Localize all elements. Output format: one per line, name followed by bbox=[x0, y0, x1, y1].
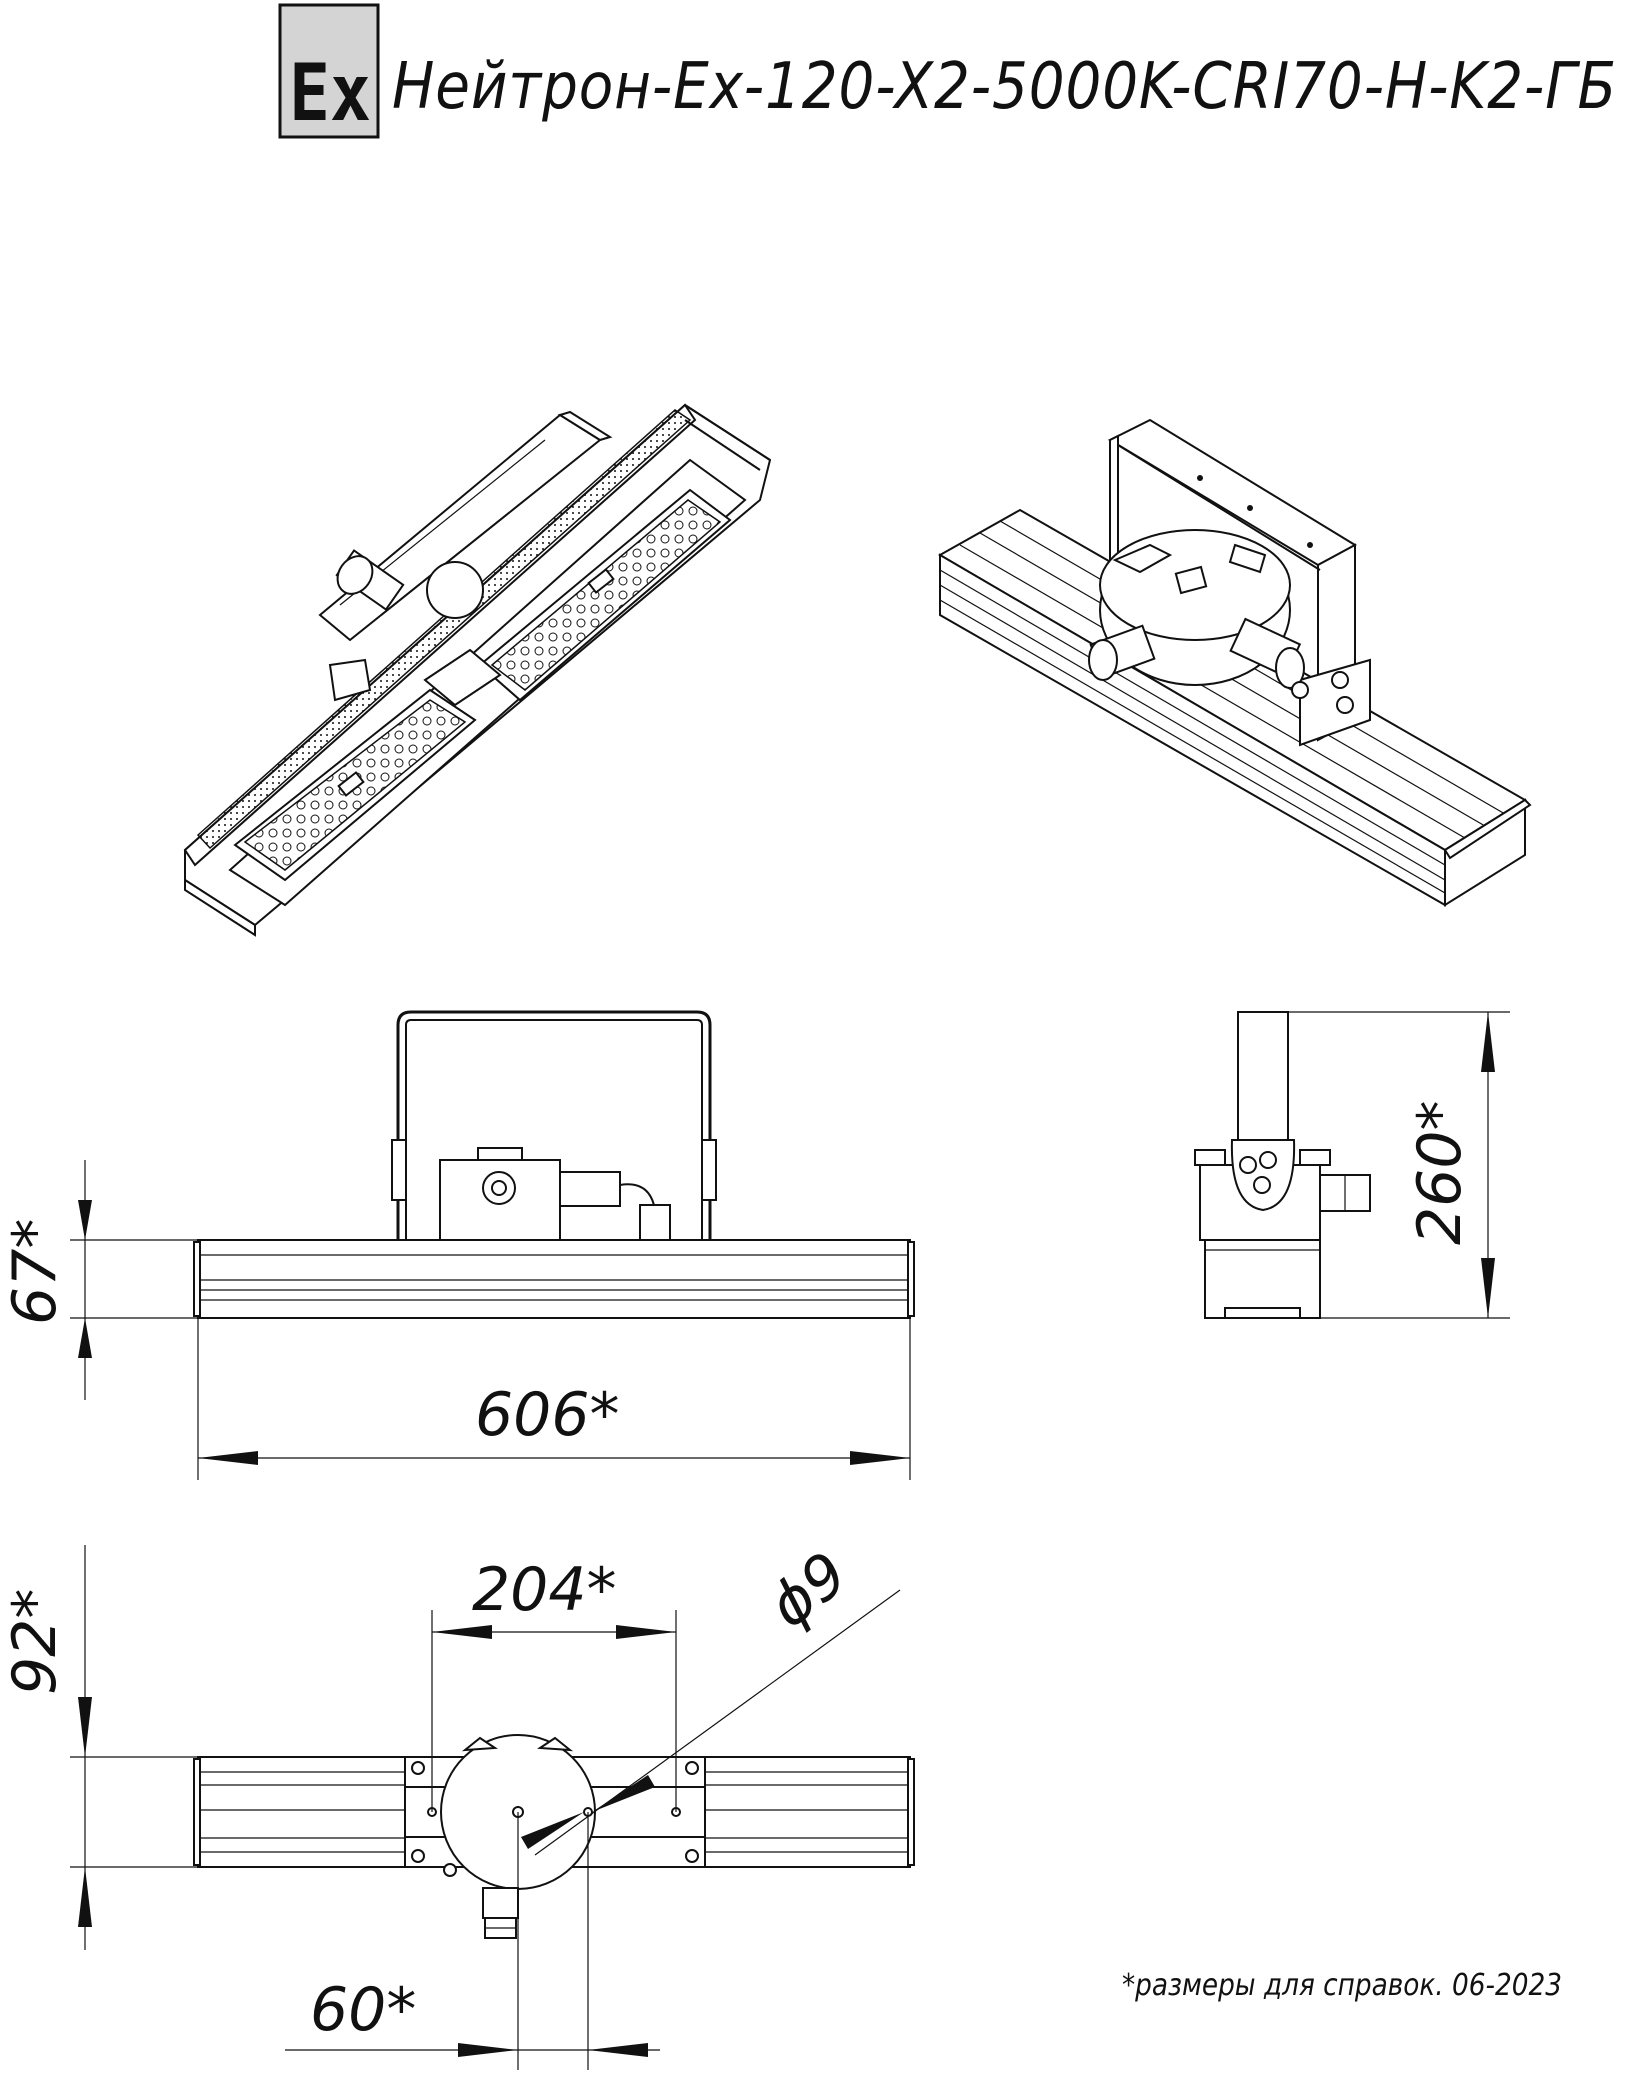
dim-phi9-label: ϕ9 bbox=[756, 1539, 860, 1642]
product-title: Нейтрон-Ex-120-X2-5000K-CRI70-H-K2-ГБ bbox=[392, 50, 1617, 124]
ex-mark: Ex bbox=[289, 49, 371, 139]
dim-67-label: 67* bbox=[0, 1219, 70, 1325]
dim-204-label: 204* bbox=[472, 1555, 617, 1625]
dim-height-total: 260* bbox=[1288, 1011, 1510, 1319]
dim-height-body: 67* bbox=[0, 1160, 198, 1400]
top-view bbox=[193, 1734, 915, 1939]
dim-606-label: 606* bbox=[475, 1380, 620, 1450]
dim-260-label: 260* bbox=[1405, 1100, 1475, 1245]
dim-mount-spacing: 204* bbox=[431, 1555, 677, 1812]
header: Ex Нейтрон-Ex-120-X2-5000K-CRI70-H-K2-ГБ bbox=[278, 3, 1617, 139]
iso-view-back bbox=[937, 418, 1532, 907]
dim-92-label: 92* bbox=[0, 1589, 70, 1695]
iso-view-front bbox=[183, 403, 772, 937]
dim-length: 606* bbox=[197, 1318, 911, 1480]
dim-60-label: 60* bbox=[310, 1975, 416, 2045]
ex-badge bbox=[278, 3, 380, 139]
side-view bbox=[1194, 1011, 1371, 1319]
reference-note: *размеры для справок. 06-2023 bbox=[1122, 1968, 1562, 2003]
front-view bbox=[193, 1010, 915, 1319]
dim-depth: 92* bbox=[0, 1545, 198, 1950]
dim-hole-offset: 60* bbox=[285, 1812, 660, 2070]
